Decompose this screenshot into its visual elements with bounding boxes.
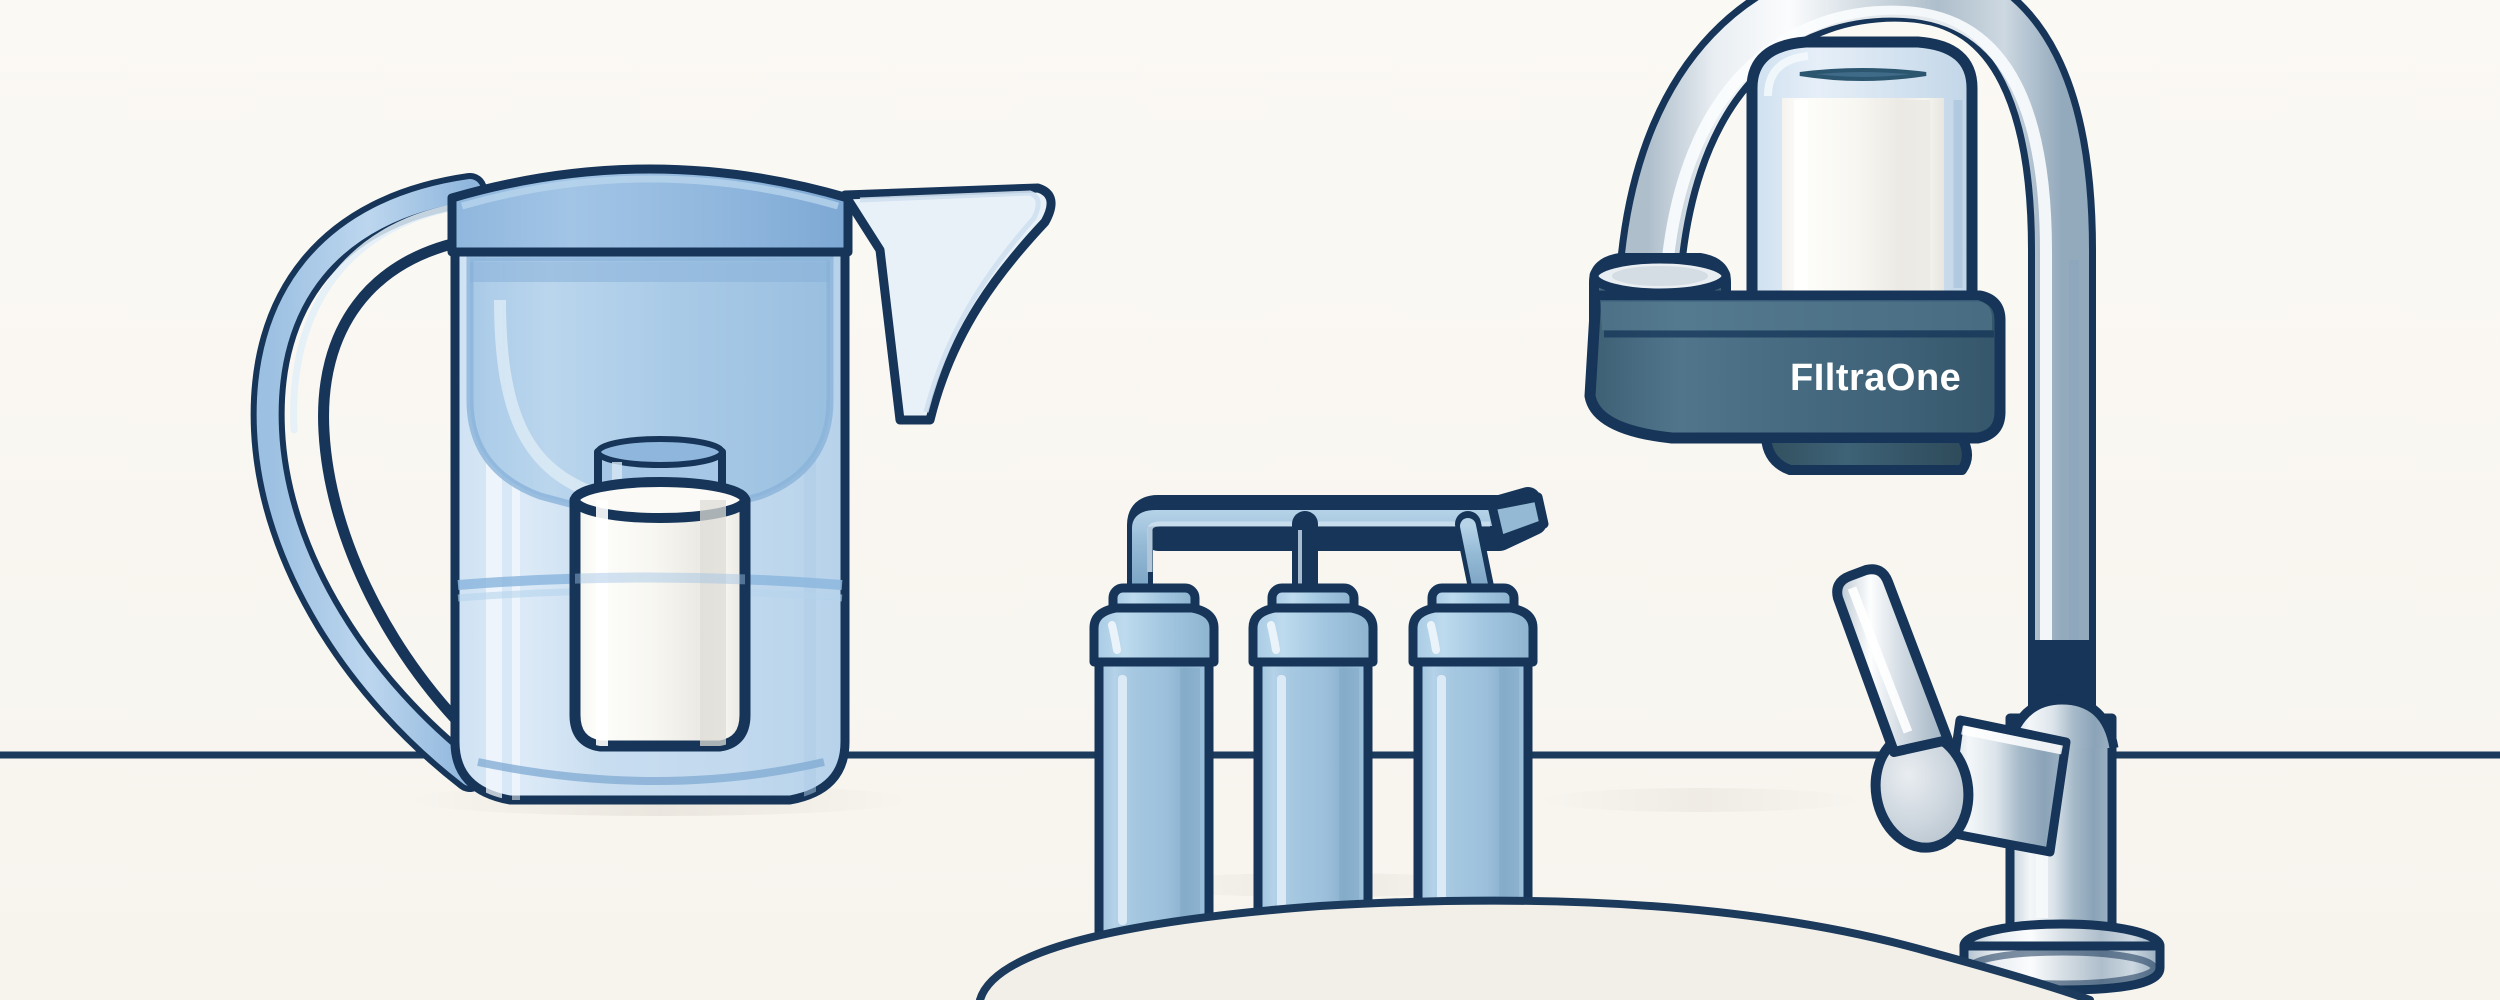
filter-manifold bbox=[1127, 487, 1549, 605]
faucet-shadow bbox=[1540, 788, 1860, 812]
canister-shoulder-2 bbox=[1248, 603, 1378, 667]
sink-basin bbox=[976, 896, 2094, 1000]
reservoir-highlight bbox=[494, 299, 599, 500]
canister-shoulder-3 bbox=[1408, 603, 1538, 667]
faucet bbox=[1614, 0, 2165, 995]
canister-highlight-3 bbox=[1437, 675, 1446, 925]
pitcher-handle bbox=[250, 173, 487, 792]
pitcher-highlight-2 bbox=[512, 250, 520, 800]
faucet-mounted-filter: FIltraOne bbox=[1584, 36, 2006, 475]
filter-canister-2 bbox=[1248, 583, 1378, 977]
housing-bottom-lip bbox=[1761, 433, 1972, 475]
sink-rim bbox=[976, 896, 2094, 1000]
cartridge-stem-top bbox=[595, 436, 725, 468]
canister-shoulder-1 bbox=[1089, 603, 1219, 667]
pitcher-reservoir bbox=[470, 258, 830, 512]
pitcher-base-ellipse bbox=[477, 758, 825, 785]
housing-top-band bbox=[1600, 300, 1992, 330]
pitcher-spout bbox=[840, 183, 1056, 425]
faucet-arc-highlight bbox=[1658, 5, 2052, 726]
faucet-arc bbox=[1621, 0, 2089, 767]
under-sink-filter-system bbox=[1089, 487, 1549, 977]
lid-inner-band bbox=[470, 262, 830, 282]
brand-label: FIltraOne bbox=[1790, 357, 1961, 399]
faucet-knob bbox=[1870, 715, 2071, 857]
pitcher bbox=[250, 164, 1056, 805]
canister-highlight-2 bbox=[1277, 675, 1286, 925]
manifold-outlet bbox=[1487, 492, 1549, 545]
faucet-lever-handle[interactable] bbox=[1832, 564, 1953, 757]
lid-highlight bbox=[461, 175, 839, 210]
canister-highlight-1 bbox=[1118, 675, 1127, 925]
lever-highlight bbox=[1847, 586, 1913, 734]
filter-top-slot bbox=[1799, 68, 1927, 81]
filter-canister-1 bbox=[1089, 583, 1219, 977]
filter-canister-3 bbox=[1408, 583, 1538, 977]
